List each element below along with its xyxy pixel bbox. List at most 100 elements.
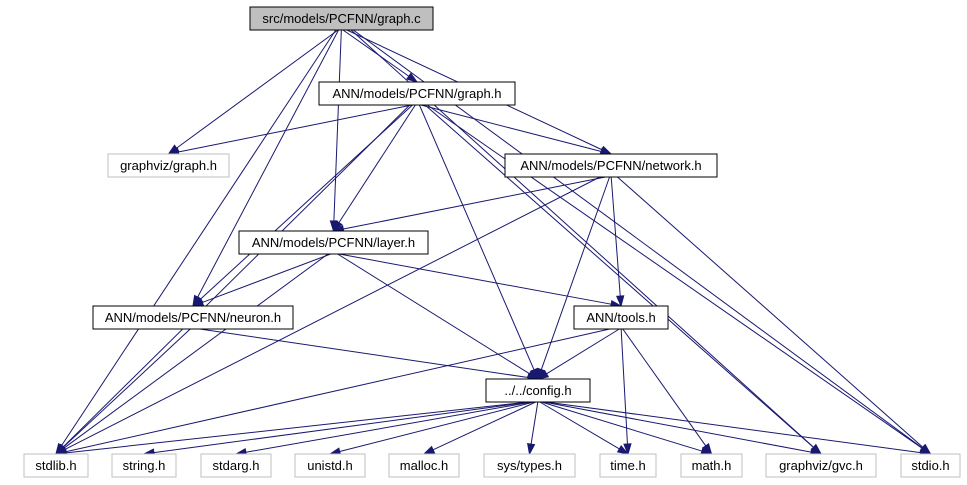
edge-graph_h-to-gv_graph xyxy=(167,104,413,157)
node-string-h: string.h xyxy=(111,453,177,478)
edge-line xyxy=(432,401,536,451)
edge-graph_h-to-layer_h xyxy=(332,104,416,233)
edge-line xyxy=(543,401,812,453)
edge-tools_h-to-math_h xyxy=(622,328,713,456)
edge-line xyxy=(420,104,602,152)
edge-line xyxy=(540,176,611,370)
node-layer-h[interactable]: ANN/models/PCFNN/layer.h xyxy=(238,230,429,255)
edge-line xyxy=(418,104,535,371)
node-box xyxy=(485,378,591,403)
edge-graph_c-to-layer_h xyxy=(329,29,342,233)
edge-line xyxy=(62,104,411,448)
arrowhead xyxy=(623,443,632,456)
edge-tools_h-to-config_h xyxy=(536,328,620,380)
edge-config_h-to-systypes_h xyxy=(527,401,539,456)
arrowhead xyxy=(616,295,625,308)
edge-line xyxy=(610,176,621,297)
node-box xyxy=(680,453,743,478)
node-label: ANN/models/PCFNN/network.h xyxy=(520,158,701,173)
node-label: stdio.h xyxy=(911,458,949,473)
edge-line xyxy=(199,328,529,379)
edge-line xyxy=(339,401,534,453)
edge-config_h-to-malloc_h xyxy=(422,401,536,455)
node-gv-graph: graphviz/graph.h xyxy=(107,153,230,178)
node-neuron-h[interactable]: ANN/models/PCFNN/neuron.h xyxy=(92,305,294,330)
edge-line xyxy=(65,401,529,454)
edge-network_h-to-config_h xyxy=(537,176,611,381)
edge-network_h-to-tools_h xyxy=(610,176,625,308)
node-label: ANN/models/PCFNN/layer.h xyxy=(252,235,415,250)
edge-config_h-to-time_h xyxy=(539,401,630,455)
edge-line xyxy=(178,104,413,153)
arrowhead xyxy=(405,72,419,83)
node-label: math.h xyxy=(692,458,732,473)
edge-line xyxy=(63,253,329,449)
node-box xyxy=(900,453,961,478)
edge-line xyxy=(342,29,410,77)
edge-line xyxy=(153,401,531,454)
edge-line xyxy=(61,29,337,446)
edge-network_h-to-layer_h xyxy=(332,176,606,234)
node-label: ../../config.h xyxy=(504,383,571,398)
node-box xyxy=(294,453,366,478)
edge-neuron_h-to-stdlib_h xyxy=(54,328,191,456)
node-graph-c[interactable]: src/models/PCFNN/graph.c xyxy=(249,6,434,31)
node-box xyxy=(388,453,460,478)
edge-line xyxy=(64,176,601,450)
node-math-h: math.h xyxy=(680,453,743,478)
node-label: stdarg.h xyxy=(213,458,260,473)
edge-line xyxy=(617,176,924,448)
edge-layer_h-to-stdlib_h xyxy=(54,253,329,455)
node-label: stdlib.h xyxy=(35,458,76,473)
edge-line xyxy=(622,328,707,447)
node-box xyxy=(599,453,657,478)
edge-line xyxy=(338,104,416,223)
edges-layer xyxy=(54,29,932,458)
edge-tools_h-to-time_h xyxy=(620,328,632,456)
edge-graph_h-to-config_h xyxy=(418,104,539,381)
node-box xyxy=(765,453,877,478)
node-label: time.h xyxy=(610,458,645,473)
node-stdlib-h: stdlib.h xyxy=(23,453,89,478)
edge-config_h-to-stdlib_h xyxy=(54,401,529,458)
edge-line xyxy=(539,401,620,450)
edge-layer_h-to-neuron_h xyxy=(191,253,331,307)
edge-line xyxy=(424,104,814,448)
node-box xyxy=(483,453,576,478)
node-config-h[interactable]: ../../config.h xyxy=(485,378,591,403)
node-box xyxy=(23,453,89,478)
arrowhead xyxy=(527,442,536,456)
node-label: string.h xyxy=(123,458,166,473)
node-label: sys/types.h xyxy=(497,458,562,473)
node-graph-h[interactable]: ANN/models/PCFNN/graph.h xyxy=(318,81,516,106)
edge-line xyxy=(339,253,612,305)
edge-line xyxy=(333,29,342,222)
node-label: graphviz/gvc.h xyxy=(779,458,863,473)
node-label: ANN/models/PCFNN/graph.h xyxy=(332,86,501,101)
arrowhead xyxy=(616,445,630,455)
node-label: ANN/models/PCFNN/neuron.h xyxy=(105,310,281,325)
edge-line xyxy=(541,401,703,452)
node-unistd-h: unistd.h xyxy=(294,453,366,478)
edge-line xyxy=(337,253,530,375)
node-box xyxy=(92,305,294,330)
edge-config_h-to-stdio_h xyxy=(545,401,932,457)
arrowhead xyxy=(332,219,343,233)
node-label: graphviz/graph.h xyxy=(120,158,217,173)
node-label: malloc.h xyxy=(400,458,448,473)
node-network-h[interactable]: ANN/models/PCFNN/network.h xyxy=(504,153,718,178)
edge-graph_h-to-network_h xyxy=(420,104,613,156)
node-gvc-h: graphviz/gvc.h xyxy=(765,453,877,478)
node-box xyxy=(107,153,230,178)
edge-line xyxy=(65,328,610,453)
node-box xyxy=(249,6,434,31)
edge-layer_h-to-config_h xyxy=(337,253,540,380)
node-label: src/models/PCFNN/graph.c xyxy=(262,11,421,26)
node-label: ANN/tools.h xyxy=(586,310,655,325)
edge-line xyxy=(62,328,191,448)
edge-line xyxy=(620,328,628,445)
node-time-h: time.h xyxy=(599,453,657,478)
edge-line xyxy=(546,328,620,375)
node-tools-h[interactable]: ANN/tools.h xyxy=(573,305,669,330)
node-box xyxy=(573,305,669,330)
